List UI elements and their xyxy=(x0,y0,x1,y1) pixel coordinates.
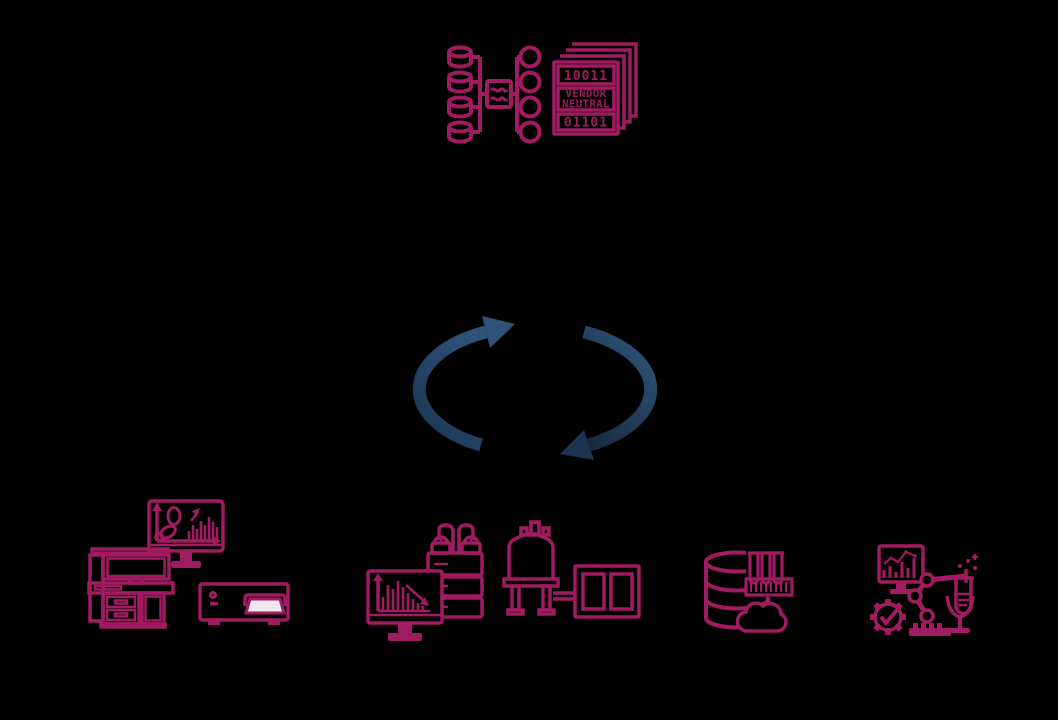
bioreactor-tank-icon xyxy=(502,520,642,623)
transfer-pipe xyxy=(553,591,575,601)
power-knob xyxy=(209,591,217,599)
right-connector-lines xyxy=(511,55,521,134)
vendor-text: VENDOR xyxy=(566,88,607,100)
binary-text-bottom: 01101 xyxy=(564,116,608,131)
binary-text-top: 10011 xyxy=(564,69,608,84)
tank-leg xyxy=(510,584,521,612)
device-foot xyxy=(208,620,220,625)
sample-data-storage-icon xyxy=(702,549,794,633)
spectrum-bars xyxy=(187,517,219,541)
cycle-arrow-left xyxy=(412,316,515,452)
left-connector-lines xyxy=(471,55,487,134)
paper-output xyxy=(244,597,286,615)
peak-bars xyxy=(381,581,425,611)
target-nodes xyxy=(518,45,542,144)
benchtop-analyzer-printer-icon xyxy=(198,582,290,628)
tank-dome xyxy=(507,532,555,553)
tank-crossbar xyxy=(502,577,560,588)
test-tube-rack-icon xyxy=(744,551,794,597)
tank-body xyxy=(507,553,555,579)
output-slot xyxy=(243,593,287,606)
test-tube xyxy=(953,576,974,616)
front-page xyxy=(552,60,620,136)
bubbles xyxy=(958,559,977,570)
converter-document xyxy=(485,79,513,109)
automated-analytics-icon xyxy=(863,538,987,642)
monitor-stand xyxy=(180,551,192,561)
cloud-icon xyxy=(735,601,788,633)
source-databases xyxy=(447,45,473,144)
lab-bench-hood-icon xyxy=(87,547,175,629)
bench-side-panel xyxy=(88,553,105,623)
cycle-arrow-right xyxy=(560,325,658,460)
vendor-neutral-files-icon: 10011 VENDOR NEUTRAL 01101 xyxy=(552,42,640,136)
device-body xyxy=(198,582,290,622)
checkmark xyxy=(879,608,899,627)
molecule-spectrum-monitor-icon xyxy=(147,499,225,569)
bar-chart-monitor-icon xyxy=(877,544,925,594)
bench-base xyxy=(99,622,167,629)
neutral-text: NEUTRAL xyxy=(562,99,610,111)
monitor-stand xyxy=(398,623,412,633)
gear-checkmark-icon xyxy=(870,599,906,635)
molecule-ring xyxy=(166,506,182,526)
test-tube-goblet-icon xyxy=(945,554,978,633)
solvent-tubes xyxy=(437,523,475,553)
control-cabinet-icon xyxy=(573,564,641,619)
data-format-mapping-icon xyxy=(447,45,545,144)
robot-arm-icon xyxy=(907,569,968,636)
chromatogram-monitor-icon xyxy=(366,569,446,643)
sync-cycle-arrows-icon xyxy=(404,314,666,464)
stacked-pages xyxy=(560,42,638,130)
